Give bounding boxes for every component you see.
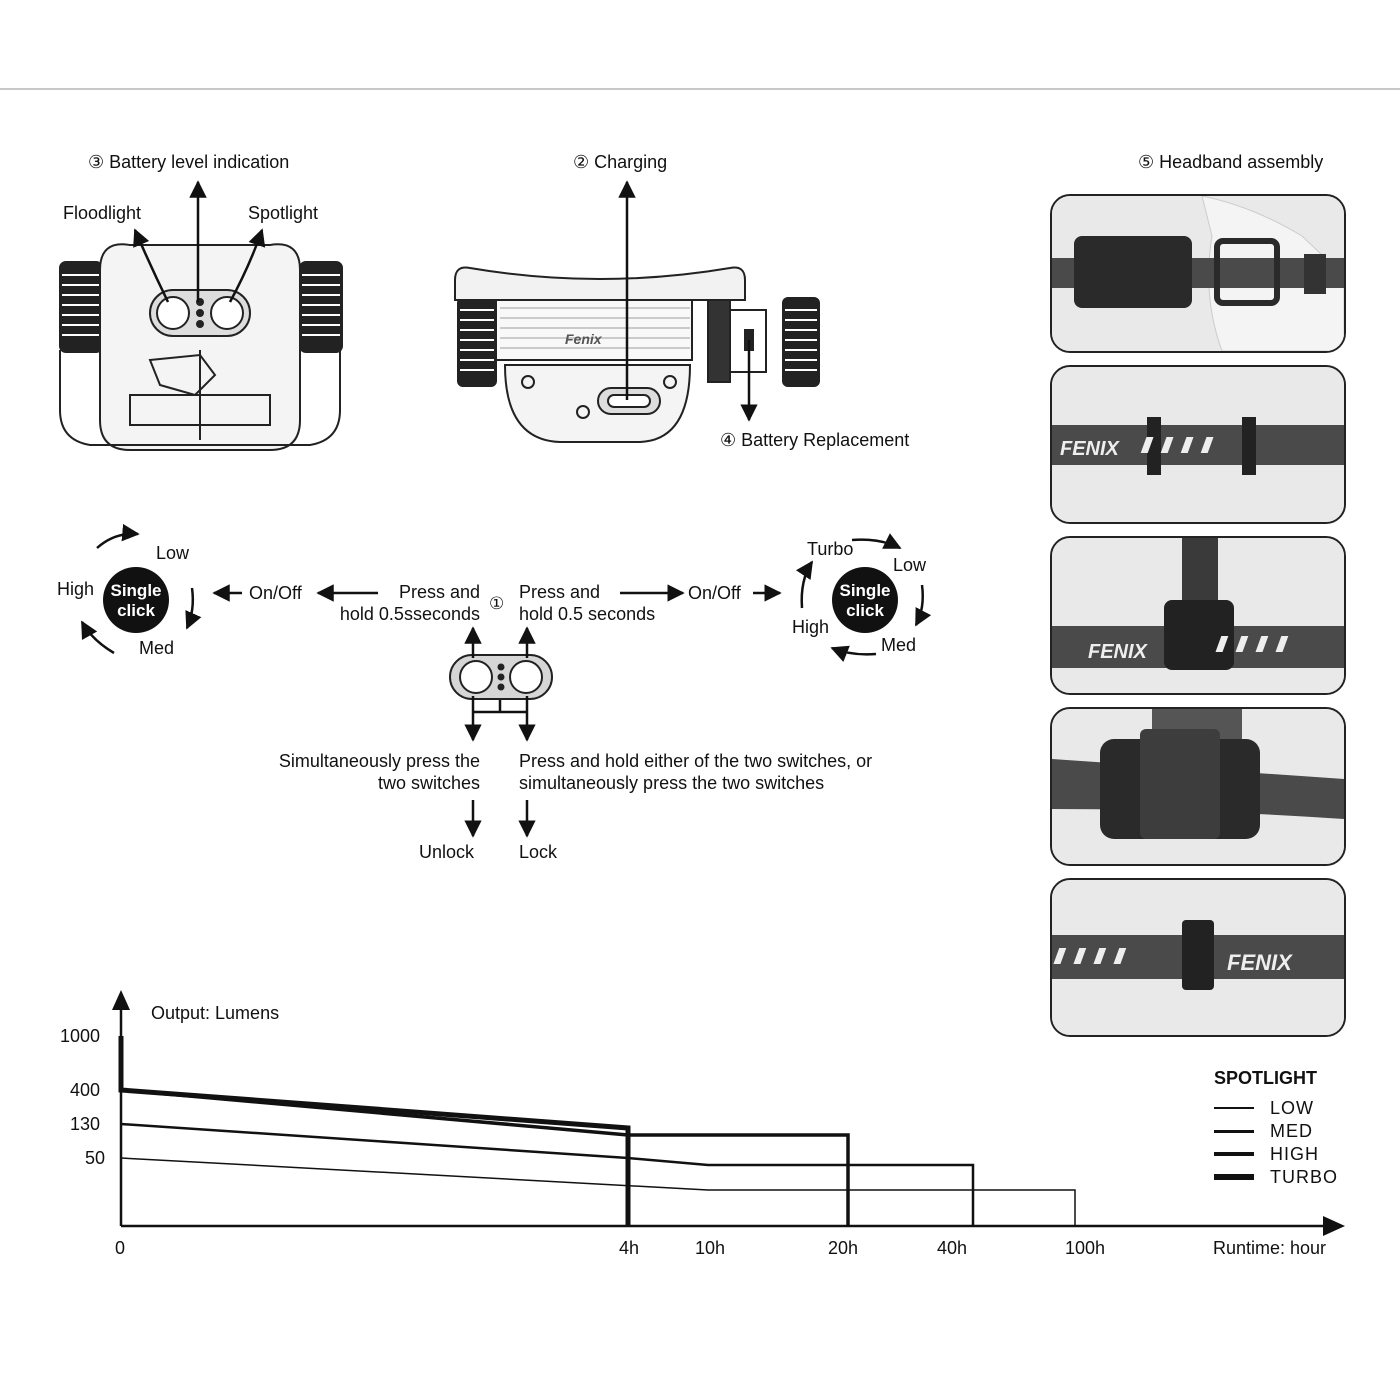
legend-med: MED — [1214, 1120, 1313, 1142]
right-onoff-label: On/Off — [688, 583, 741, 603]
floodlight-label: Floodlight — [63, 203, 142, 223]
legend-med-text: MED — [1270, 1120, 1313, 1141]
x-tick-0: 0 — [115, 1238, 126, 1258]
legend-title: SPOTLIGHT — [1214, 1068, 1317, 1088]
headband-photo-4 — [1050, 707, 1346, 866]
headband-photo-3: FENIX — [1050, 536, 1346, 695]
top-divider — [0, 88, 1400, 90]
left-press-line1: Press and — [398, 582, 480, 602]
headlamp-front-drawing — [59, 243, 343, 451]
legend-high-text: HIGH — [1270, 1143, 1319, 1164]
strap-brand-3: FENIX — [1088, 641, 1149, 663]
left-med-label: Med — [139, 638, 175, 658]
switch-module-drawing — [449, 654, 553, 700]
x-tick-20h: 20h — [828, 1238, 859, 1258]
right-press-line1: Press and — [519, 582, 601, 602]
left-press-line2: hold 0.5sseconds — [339, 604, 480, 624]
left-badge-line2: click — [117, 601, 155, 620]
spotlight-label: Spotlight — [248, 203, 319, 223]
simul-line1: Simultaneously press the — [278, 751, 480, 771]
charging-label: ② Charging — [573, 152, 668, 172]
strap-brand-5: FENIX — [1227, 950, 1293, 975]
chart-xlabel: Runtime: hour — [1213, 1238, 1327, 1258]
right-high-label: High — [792, 617, 830, 637]
x-tick-10h: 10h — [695, 1238, 726, 1258]
simul-line2: two switches — [377, 773, 480, 793]
control-marker: ① — [489, 594, 505, 613]
unlock-label: Unlock — [419, 842, 475, 862]
right-press-line2: hold 0.5 seconds — [519, 604, 656, 624]
left-single-click-badge: Single click — [103, 567, 169, 633]
battery-level-label: ③ Battery level indication — [88, 152, 290, 172]
left-onoff-label: On/Off — [249, 583, 302, 603]
series-line-low — [120, 1157, 1076, 1226]
legend-turbo: TURBO — [1214, 1166, 1338, 1188]
series-line-high — [120, 1088, 850, 1226]
headlamp-bottom-drawing — [454, 266, 820, 443]
right-low-label: Low — [893, 555, 927, 575]
battery-replacement-label: ④ Battery Replacement — [720, 430, 910, 450]
lock-line2: simultaneously press the two switches — [519, 773, 825, 793]
left-low-label: Low — [156, 543, 190, 563]
series-line-turbo — [118, 1036, 631, 1226]
legend-turbo-text: TURBO — [1270, 1166, 1338, 1187]
right-single-click-badge: Single click — [832, 567, 898, 633]
right-turbo-label: Turbo — [807, 539, 854, 559]
headband-photo-1 — [1050, 194, 1346, 353]
headband-photo-2: FENIX — [1050, 365, 1346, 524]
y-axis-arrow — [112, 990, 130, 1010]
legend-low: LOW — [1214, 1097, 1314, 1119]
y-tick-1000: 1000 — [60, 1026, 101, 1046]
x-tick-100h: 100h — [1065, 1238, 1106, 1258]
y-tick-130: 130 — [70, 1114, 101, 1134]
right-badge-line1: Single — [839, 581, 890, 600]
brand-logo: Fenix — [565, 331, 602, 347]
left-badge-line1: Single — [110, 581, 161, 600]
y-tick-400: 400 — [70, 1080, 101, 1100]
headband-photo-5: FENIX — [1050, 878, 1346, 1037]
y-tick-50: 50 — [85, 1148, 106, 1168]
right-badge-line2: click — [846, 601, 884, 620]
x-axis-arrow — [1323, 1216, 1345, 1236]
x-tick-40h: 40h — [937, 1238, 968, 1258]
right-med-label: Med — [881, 635, 917, 655]
lock-line1: Press and hold either of the two switche… — [519, 751, 873, 771]
strap-brand-2: FENIX — [1060, 438, 1121, 460]
series-line-med — [120, 1122, 975, 1226]
legend-high: HIGH — [1214, 1143, 1319, 1165]
x-tick-4h: 4h — [619, 1238, 640, 1258]
lock-label: Lock — [519, 842, 558, 862]
legend-low-text: LOW — [1270, 1097, 1315, 1118]
left-high-label: High — [57, 579, 95, 599]
chart-ylabel: Output: Lumens — [151, 1003, 280, 1023]
headband-assembly-label: ⑤ Headband assembly — [1138, 152, 1324, 172]
